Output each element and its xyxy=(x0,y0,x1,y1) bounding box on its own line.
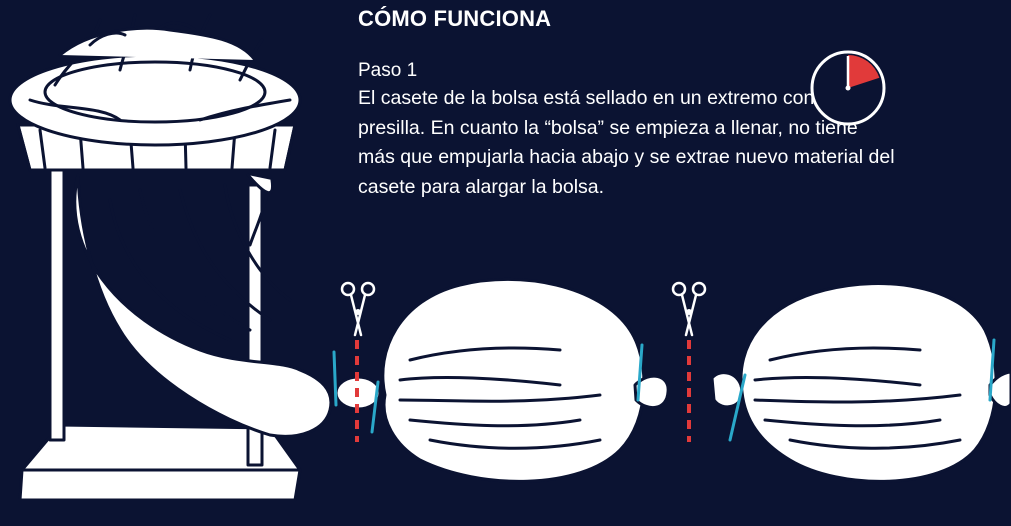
clip-5 xyxy=(988,338,996,402)
clip-4 xyxy=(728,373,747,442)
bag-sleeve xyxy=(73,173,333,438)
section-heading: CÓMO FUNCIONA xyxy=(358,6,552,31)
clip-1 xyxy=(332,350,338,407)
step-description: El casete de la bolsa está sellado en un… xyxy=(358,87,895,198)
timer-icon xyxy=(810,50,886,126)
stand-leg-left xyxy=(48,168,66,442)
clip-2 xyxy=(370,380,380,434)
clip-3 xyxy=(636,343,644,402)
scissors-icon xyxy=(340,281,376,337)
step-title: Paso 1 xyxy=(358,60,418,81)
timer-elapsed-wedge xyxy=(848,55,880,88)
scissors-icon xyxy=(671,281,707,337)
filled-bag-2 xyxy=(739,281,998,483)
